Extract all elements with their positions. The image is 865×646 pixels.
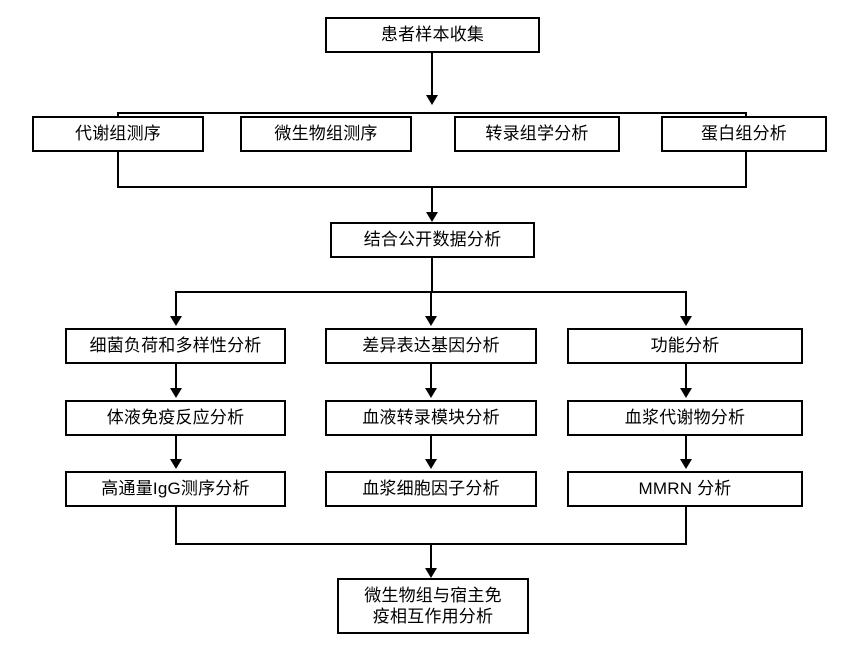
node-bacterial-load[interactable]: 细菌负荷和多样性分析 [65,328,286,364]
arrowhead-deg-to-btm [425,388,437,398]
arrowhead-humoral-to-igg [170,459,182,469]
node-transcriptome[interactable]: 转录组学分析 [454,116,620,152]
arrowhead-plasma-to-mmrn [680,459,692,469]
edge-functional-to-plasma [685,364,687,390]
edge-branch-center [430,291,432,318]
edge-deg-to-btm [430,364,432,390]
edge-sample-to-bar1 [431,53,433,99]
edge-proteome-down [745,152,747,187]
edge-humoral-to-igg [175,436,177,461]
edge-btm-to-cytokine [430,436,432,461]
arrowhead-branch-right [680,316,692,326]
arrowhead-functional-to-plasma [680,388,692,398]
node-deg[interactable]: 差异表达基因分析 [325,328,537,364]
node-plasma-metabolite[interactable]: 血浆代谢物分析 [567,400,803,436]
edge-metabolome-down [117,152,119,187]
node-microbiome-host-interaction[interactable]: 微生物组与宿主免 疫相互作用分析 [337,578,529,634]
arrowhead-branch-left [170,316,182,326]
arrowhead-btm-to-cytokine [425,459,437,469]
edge-bacterial-to-humoral [175,364,177,390]
node-humoral[interactable]: 体液免疫反应分析 [65,400,286,436]
node-functional[interactable]: 功能分析 [567,328,803,364]
edge-merge-to-public [431,186,433,218]
edge-plasma-to-mmrn [685,436,687,461]
edge-merge-to-final [430,543,432,570]
node-btm[interactable]: 血液转录模块分析 [325,400,537,436]
edge-branch-right [685,291,687,318]
arrowhead-bacterial-to-humoral [170,388,182,398]
node-sample-collection[interactable]: 患者样本收集 [325,17,540,53]
edge-mmrn-down [685,507,687,544]
edge-igg-down [175,507,177,544]
arrowhead-branch-center [425,316,437,326]
node-metabolome[interactable]: 代谢组测序 [32,116,204,152]
edge-public-down [431,258,433,292]
node-public-data-analysis[interactable]: 结合公开数据分析 [330,222,535,258]
node-mmrn[interactable]: MMRN 分析 [567,471,803,507]
node-proteome[interactable]: 蛋白组分析 [661,116,827,152]
edge-bar-row2 [117,112,747,114]
arrowhead-to-bar1 [426,95,438,105]
node-igg-seq[interactable]: 高通量IgG测序分析 [65,471,286,507]
node-cytokine[interactable]: 血浆细胞因子分析 [325,471,537,507]
arrowhead-to-public-data [426,212,438,222]
arrowhead-to-final [425,568,437,578]
edge-branch-left [175,291,177,318]
node-microbiome[interactable]: 微生物组测序 [240,116,412,152]
